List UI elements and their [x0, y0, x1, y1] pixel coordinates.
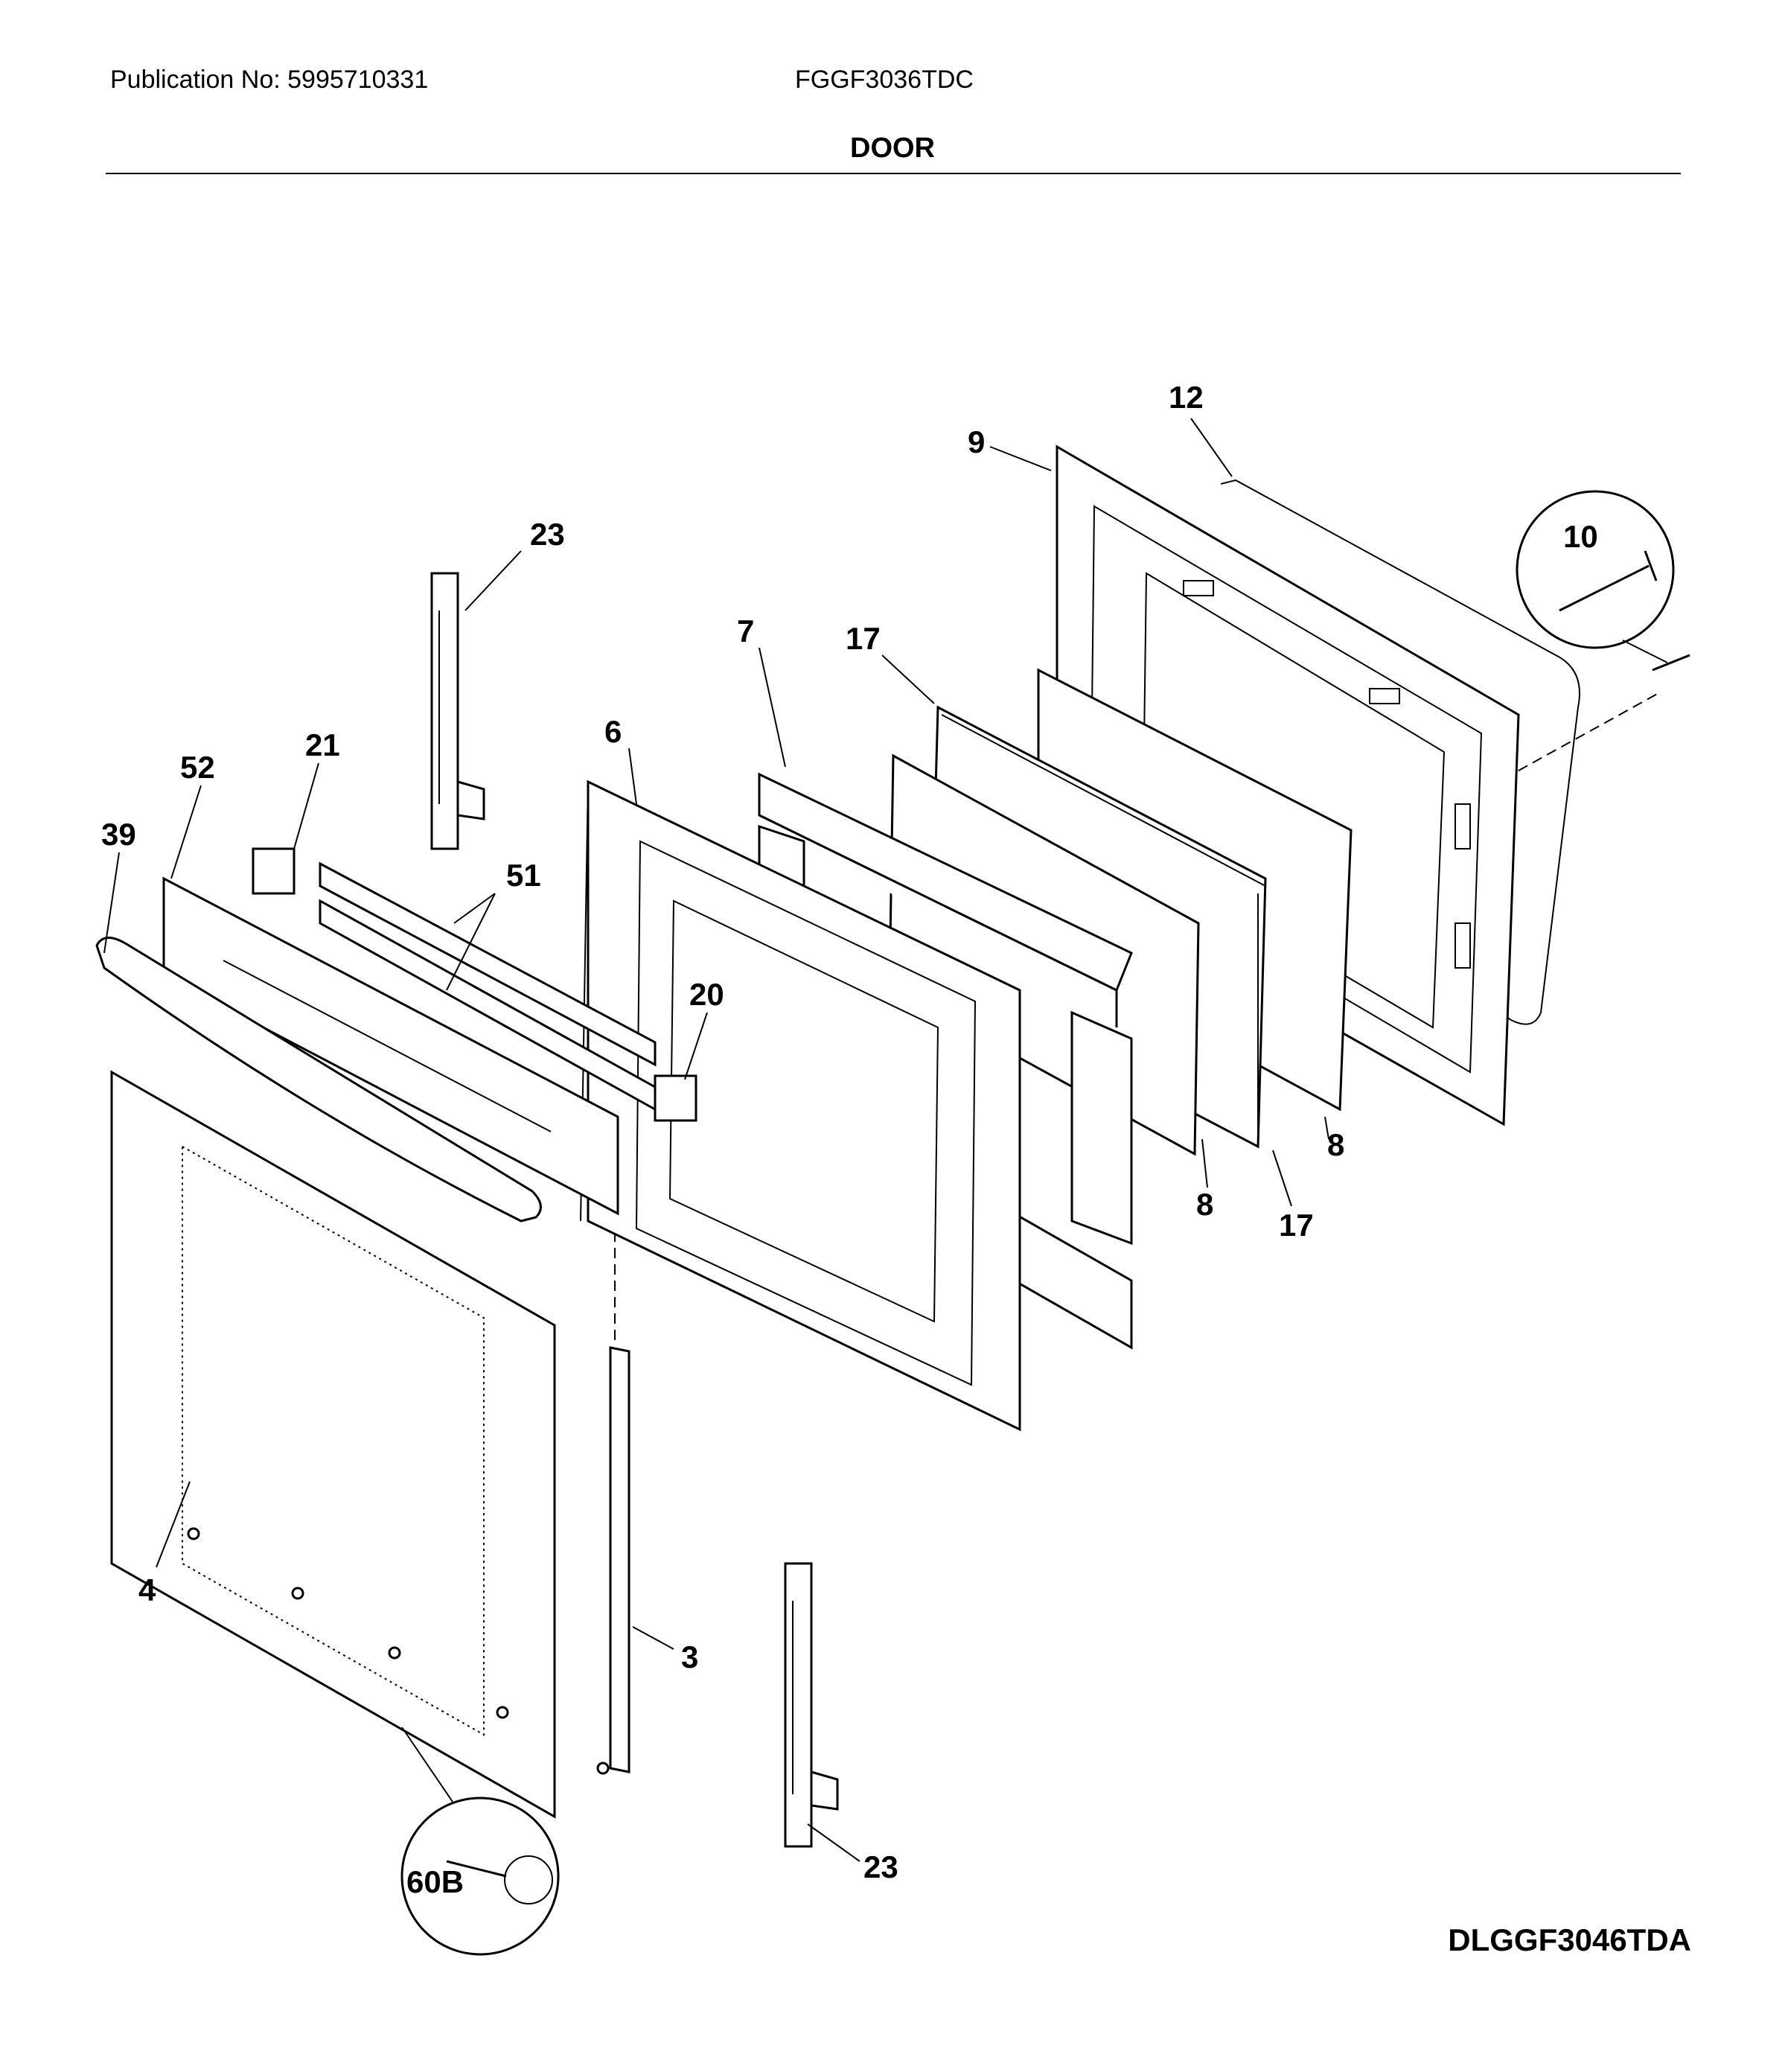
section-title: DOOR [850, 133, 935, 164]
part-label-20: 20 [689, 977, 724, 1012]
part-label-60b: 60B [406, 1864, 464, 1899]
part-label-39: 39 [101, 817, 136, 852]
part-label-52: 52 [180, 750, 215, 785]
part-label-9: 9 [968, 424, 985, 459]
part-39-handle [95, 937, 542, 1223]
part-60b-screw-detail [400, 1727, 560, 1956]
part-label-12: 12 [1169, 380, 1204, 415]
part-52-vent [162, 876, 619, 1216]
diagram-code: DLGGF3046TDA [1448, 1922, 1691, 1957]
part-label-6: 6 [604, 714, 622, 749]
part-label-51: 51 [506, 858, 541, 893]
part-10-screw-detail [1516, 490, 1690, 672]
part-label-3: 3 [681, 1639, 698, 1674]
part-label-23-lower: 23 [863, 1849, 898, 1884]
part-label-8-front: 8 [1196, 1187, 1213, 1222]
part-21-hinge-receptacle [252, 847, 296, 895]
header-rule [106, 173, 1681, 174]
part-3-door-trim [609, 1346, 630, 1773]
part-51-channels [319, 861, 657, 1112]
part-label-17-lower: 17 [1279, 1208, 1314, 1243]
part-20-hinge-receptacle [654, 1074, 697, 1122]
leader-lines [103, 418, 1329, 1862]
part-label-10: 10 [1563, 519, 1598, 554]
publication-number: Publication No: 5995710331 [110, 66, 429, 94]
part-4-outer-door [110, 1070, 556, 1819]
part-12-gasket [1216, 479, 1580, 1025]
part-23-hinge-upper [430, 572, 485, 850]
part-label-4: 4 [138, 1572, 156, 1607]
part-label-17-upper: 17 [846, 621, 881, 656]
model-number: FGGF3036TDC [795, 66, 974, 94]
part-23-hinge-lower [784, 1562, 839, 1848]
part-label-21: 21 [305, 727, 340, 762]
part-label-8-rear: 8 [1327, 1127, 1344, 1162]
part-label-7: 7 [737, 613, 754, 648]
part-label-23-upper: 23 [530, 517, 565, 552]
screw-row [187, 1527, 610, 1775]
